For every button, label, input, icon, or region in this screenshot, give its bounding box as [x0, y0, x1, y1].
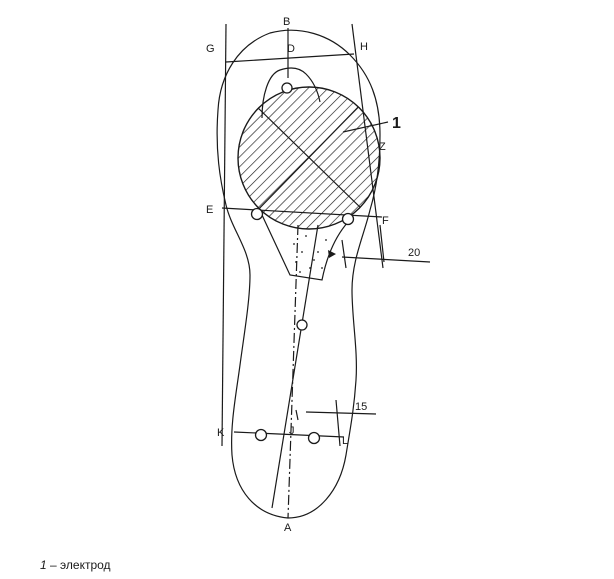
label-l: L — [342, 435, 348, 447]
callout-number: 1 — [392, 115, 401, 132]
axis-centre — [287, 224, 299, 519]
label-j: J — [289, 425, 295, 437]
label-d: D — [287, 43, 295, 55]
j-arrow — [295, 409, 299, 421]
label-a: A — [284, 522, 292, 534]
label-g: G — [206, 43, 215, 55]
marker-triangle — [328, 250, 336, 258]
insert-texture — [293, 235, 327, 273]
sole-outline — [216, 29, 381, 519]
dim-20-ext — [379, 224, 385, 263]
legend-text: электрод — [60, 558, 111, 572]
point-f — [341, 212, 355, 226]
point-k — [254, 428, 268, 442]
dim-15-label: 15 — [355, 401, 367, 413]
electrode-diameter-1 — [254, 104, 366, 213]
label-b: B — [283, 16, 290, 28]
dim-15-ext — [335, 399, 341, 447]
legend-number: 1 — [40, 558, 47, 572]
dim-20-tick — [341, 239, 347, 269]
label-k: K — [217, 427, 225, 439]
line-kl — [233, 431, 345, 438]
electrode-diameter-2 — [249, 99, 366, 219]
dim-15-line — [305, 411, 377, 415]
label-z: Z — [379, 141, 386, 153]
point-top — [281, 82, 293, 94]
legend-dash: – — [46, 558, 61, 572]
label-h: H — [360, 41, 368, 53]
legend: 1 – электрод — [40, 558, 111, 572]
dim-20-line — [341, 256, 431, 263]
dim-20-label: 20 — [408, 247, 420, 259]
label-e: E — [206, 204, 213, 216]
lower-insert — [261, 214, 349, 281]
line-gh — [225, 53, 355, 63]
axis-inclined — [271, 224, 319, 509]
point-l — [307, 431, 321, 445]
line-g-vertical — [221, 23, 227, 447]
point-mid — [296, 319, 308, 331]
point-e — [250, 207, 264, 221]
label-f: F — [382, 215, 389, 227]
